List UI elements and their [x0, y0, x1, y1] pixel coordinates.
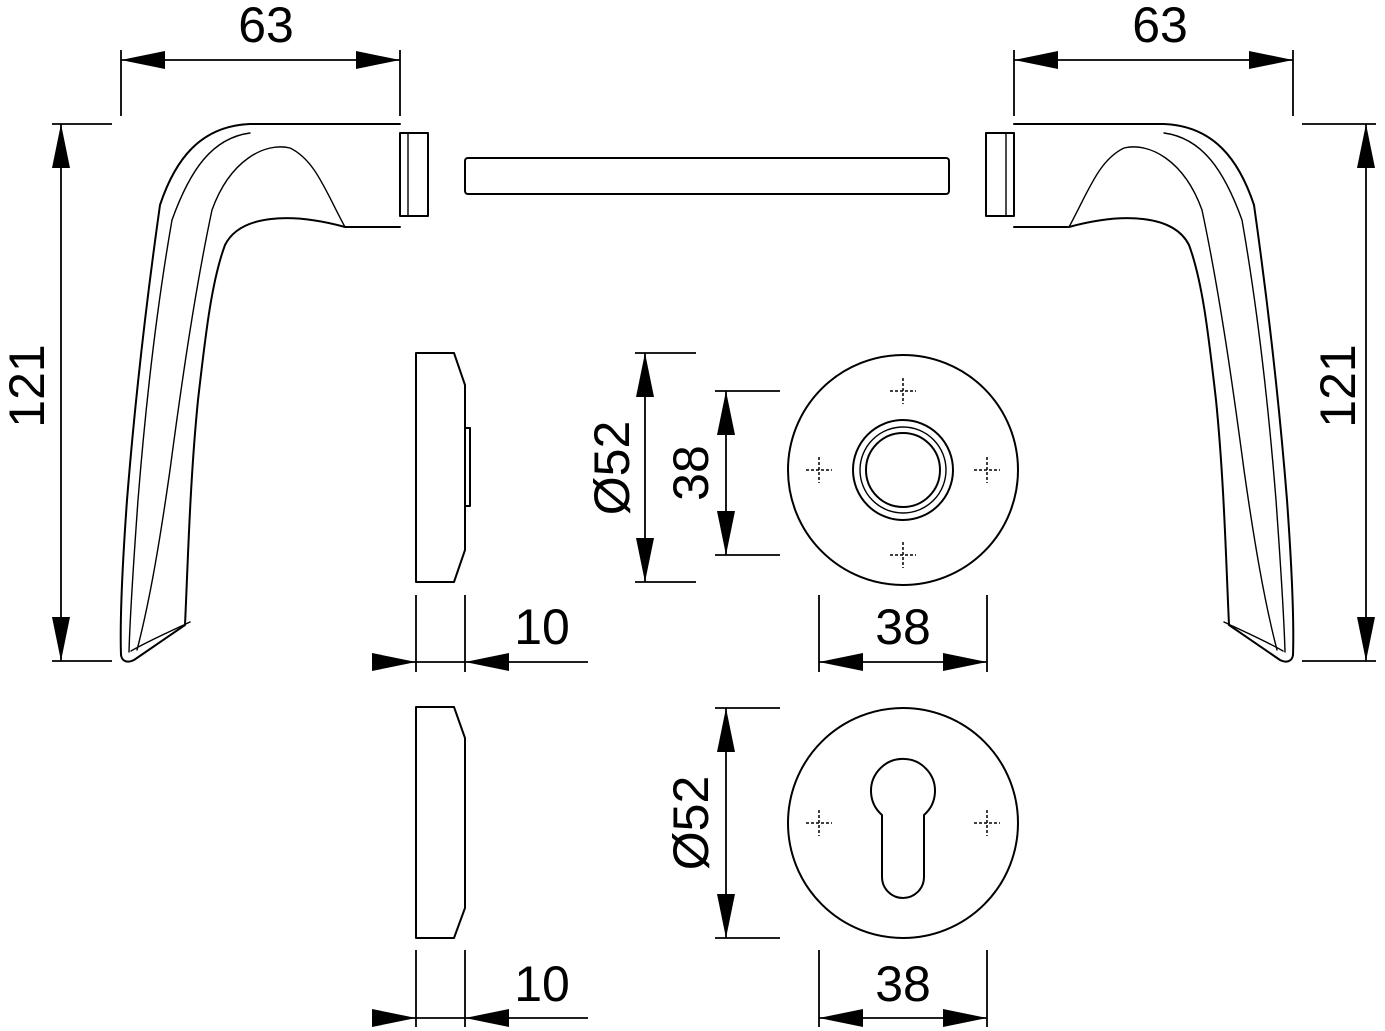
screw-hole-marker [806, 810, 832, 836]
escutcheon-thickness-label: 10 [514, 956, 570, 1012]
screw-hole-marker [806, 457, 832, 483]
rose-side-profile: 10 [372, 352, 588, 672]
left-lever-height-label: 121 [0, 344, 55, 427]
profile-cylinder-cutout [870, 757, 936, 899]
left-lever-handle [119, 123, 429, 663]
right-lever-width-label: 63 [1132, 0, 1188, 53]
right-lever-width-dimension: 63 [1013, 0, 1294, 116]
rose-thickness-label: 10 [514, 599, 570, 655]
escutcheon-side-profile: 10 [372, 706, 588, 1027]
escutcheon-diameter-label: Ø52 [663, 776, 719, 871]
rose-vertical-spacing-dimension: 38 [663, 390, 780, 556]
rose-diameter-dimension: Ø52 [584, 352, 696, 583]
rose-vertical-spacing-label: 38 [663, 445, 719, 501]
screw-hole-marker [974, 810, 1000, 836]
rose-horizontal-spacing-dimension: 38 [818, 595, 988, 672]
rose-horizontal-spacing-label: 38 [875, 599, 931, 655]
escutcheon-horizontal-spacing-label: 38 [875, 956, 931, 1012]
left-lever-height-dimension: 121 [0, 123, 112, 662]
left-lever-width-label: 63 [238, 0, 294, 53]
right-lever-height-label: 121 [1310, 344, 1366, 427]
escutcheon-horizontal-spacing-dimension: 38 [818, 950, 988, 1027]
left-lever-width-dimension: 63 [120, 0, 401, 116]
screw-hole-marker [890, 378, 916, 404]
right-lever-height-dimension: 121 [1302, 123, 1376, 662]
screw-hole-marker [890, 542, 916, 568]
right-lever-handle [985, 123, 1295, 663]
escutcheon-diameter-dimension: Ø52 [663, 707, 780, 939]
rose-diameter-label: Ø52 [584, 421, 640, 516]
escutcheon-front-view [787, 707, 1019, 939]
rose-front-view [787, 354, 1019, 586]
spindle-bar [464, 157, 950, 195]
screw-hole-marker [974, 457, 1000, 483]
